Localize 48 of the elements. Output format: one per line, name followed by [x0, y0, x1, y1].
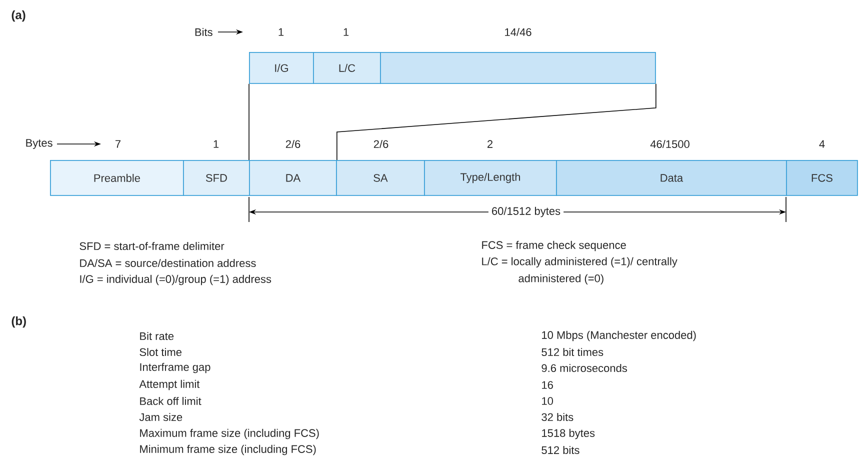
size-label: 46/1500 — [650, 140, 690, 148]
table-text: Back off limit — [140, 396, 202, 406]
field-box: DA — [249, 160, 337, 196]
field-box: Preamble — [50, 160, 184, 196]
leader-line — [248, 84, 250, 160]
note: SFD = start-of-frame delimiter — [80, 242, 224, 250]
table-text: Bit rate — [140, 332, 174, 340]
leader-line — [336, 84, 656, 160]
table-text: 32 bits — [542, 412, 574, 422]
size-label: 1 — [214, 140, 219, 148]
field-box: SFD — [183, 160, 250, 196]
size-label: 7 — [116, 140, 120, 148]
table-text: 512 bits — [542, 446, 580, 454]
table-text: 1518 bytes — [542, 428, 595, 440]
note: DA/SA = source/destination address — [80, 258, 256, 268]
panel-label: (a) — [12, 10, 26, 22]
size-label: 2/6 — [374, 140, 388, 148]
field-box: Type/Length — [424, 160, 557, 196]
table-text: 16 — [542, 381, 553, 389]
table-text: 10 Mbps (Manchester encoded) — [542, 330, 696, 342]
field-box: L/C — [313, 52, 381, 84]
table-text: Attempt limit — [139, 380, 200, 390]
size-label: 1 — [344, 28, 349, 36]
table-text: Minimum frame size (including FCS) — [140, 444, 316, 456]
field-box: I/G — [249, 52, 314, 84]
table-text: Slot time — [140, 348, 182, 356]
field-box — [380, 52, 656, 84]
field-box: SA — [336, 160, 425, 196]
note: L/C = locally administered (=1)/ centrally administered (=0) — [482, 257, 678, 284]
table-text: 9.6 microseconds — [542, 364, 627, 372]
size-label: 2 — [488, 140, 493, 148]
table-text: Interframe gap — [140, 362, 210, 374]
size-label: 2/6 — [286, 140, 300, 148]
note: FCS = frame check sequence — [482, 240, 626, 252]
note: I/G = individual (=0)/group (=1) address — [80, 274, 272, 286]
axis-label: Bytes — [26, 139, 52, 149]
table-text: Maximum frame size (including FCS) — [140, 428, 319, 440]
field-box: FCS — [786, 160, 858, 196]
table-text: 10 — [542, 397, 553, 405]
axis-label: Bits — [195, 28, 212, 36]
table-text: Jam size — [139, 412, 182, 422]
dimension-label: 60/1512 bytes — [488, 204, 564, 220]
table-text: 512 bit times — [542, 348, 604, 356]
field-box: Data — [556, 160, 787, 196]
size-label: 4 — [819, 140, 825, 148]
size-label: 14/46 — [505, 28, 532, 36]
size-label: 1 — [278, 28, 284, 36]
panel-label: (b) — [12, 316, 26, 328]
